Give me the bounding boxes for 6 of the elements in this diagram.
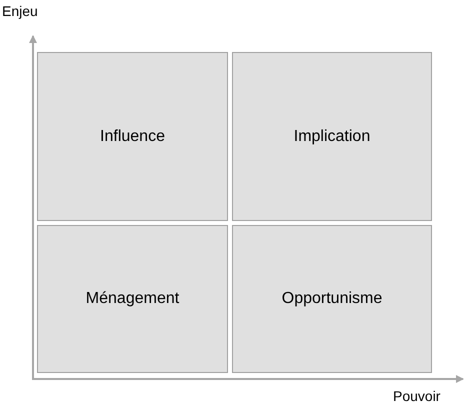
quadrant-box: Ménagement xyxy=(37,225,228,373)
quadrant-box: Influence xyxy=(37,52,228,221)
quadrant-box: Implication xyxy=(232,52,432,221)
axis-label: Enjeu xyxy=(2,4,38,18)
axis-label: Pouvoir xyxy=(393,389,440,403)
quadrant-box: Opportunisme xyxy=(232,225,432,373)
